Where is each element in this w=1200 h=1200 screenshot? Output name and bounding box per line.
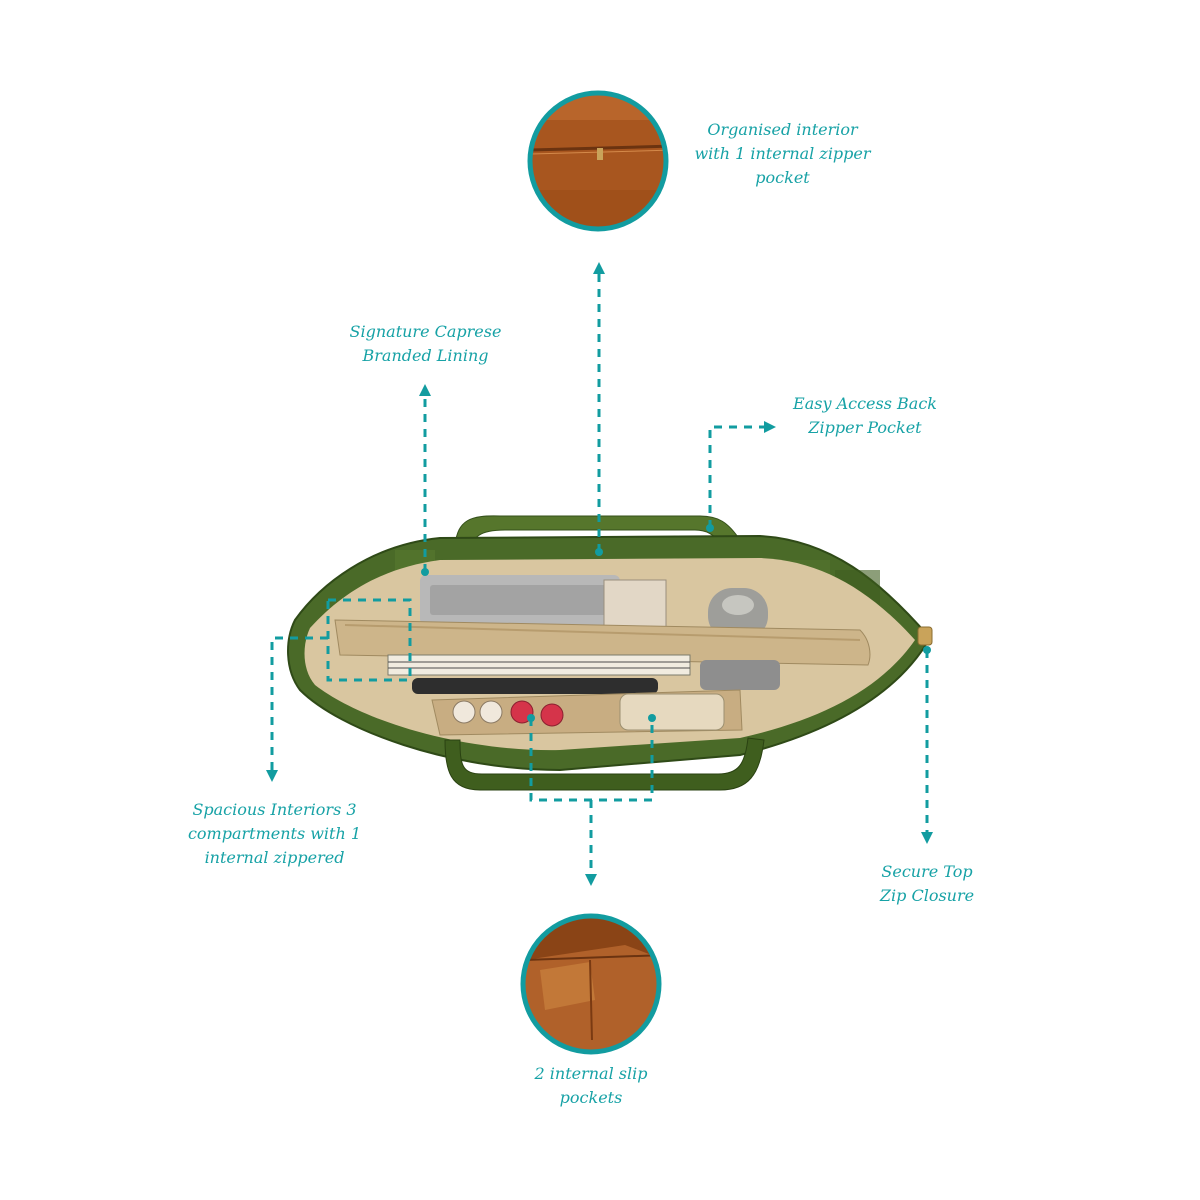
label-line: Easy Access Back bbox=[793, 394, 937, 413]
label-slip-pockets: 2 internal slip pockets bbox=[506, 1062, 676, 1110]
box-compartments bbox=[326, 598, 412, 682]
label-line: with 1 internal zipper bbox=[694, 144, 871, 163]
label-line: Secure Top bbox=[881, 862, 973, 881]
label-line: internal zippered bbox=[204, 848, 345, 867]
label-line: pockets bbox=[559, 1088, 623, 1107]
label-top-zip-closure: Secure Top Zip Closure bbox=[862, 860, 992, 908]
interior-zipper-pocket-photo bbox=[527, 90, 669, 232]
slip-pockets-photo bbox=[520, 913, 662, 1055]
label-line: pocket bbox=[755, 168, 810, 187]
label-branded-lining: Signature Caprese Branded Lining bbox=[338, 320, 513, 368]
label-line: 2 internal slip bbox=[534, 1064, 648, 1083]
label-line: Zipper Pocket bbox=[808, 418, 922, 437]
arrow-compartments bbox=[266, 636, 328, 782]
arrow-back-zipper-pocket bbox=[708, 421, 776, 528]
label-line: compartments with 1 bbox=[187, 824, 362, 843]
label-compartments: Spacious Interiors 3 compartments with 1… bbox=[172, 798, 377, 870]
label-line: Organised interior bbox=[707, 120, 858, 139]
label-line: Spacious Interiors 3 bbox=[192, 800, 357, 819]
label-line: Branded Lining bbox=[362, 346, 489, 365]
label-line: Zip Closure bbox=[879, 886, 975, 905]
label-back-zipper-pocket: Easy Access Back Zipper Pocket bbox=[780, 392, 950, 440]
callout-lines bbox=[266, 262, 933, 886]
label-interior-zipper-pocket: Organised interior with 1 internal zippe… bbox=[690, 118, 875, 190]
callout-dots bbox=[421, 524, 931, 722]
handbag-top-view bbox=[287, 515, 933, 791]
label-line: Signature Caprese bbox=[349, 322, 502, 341]
